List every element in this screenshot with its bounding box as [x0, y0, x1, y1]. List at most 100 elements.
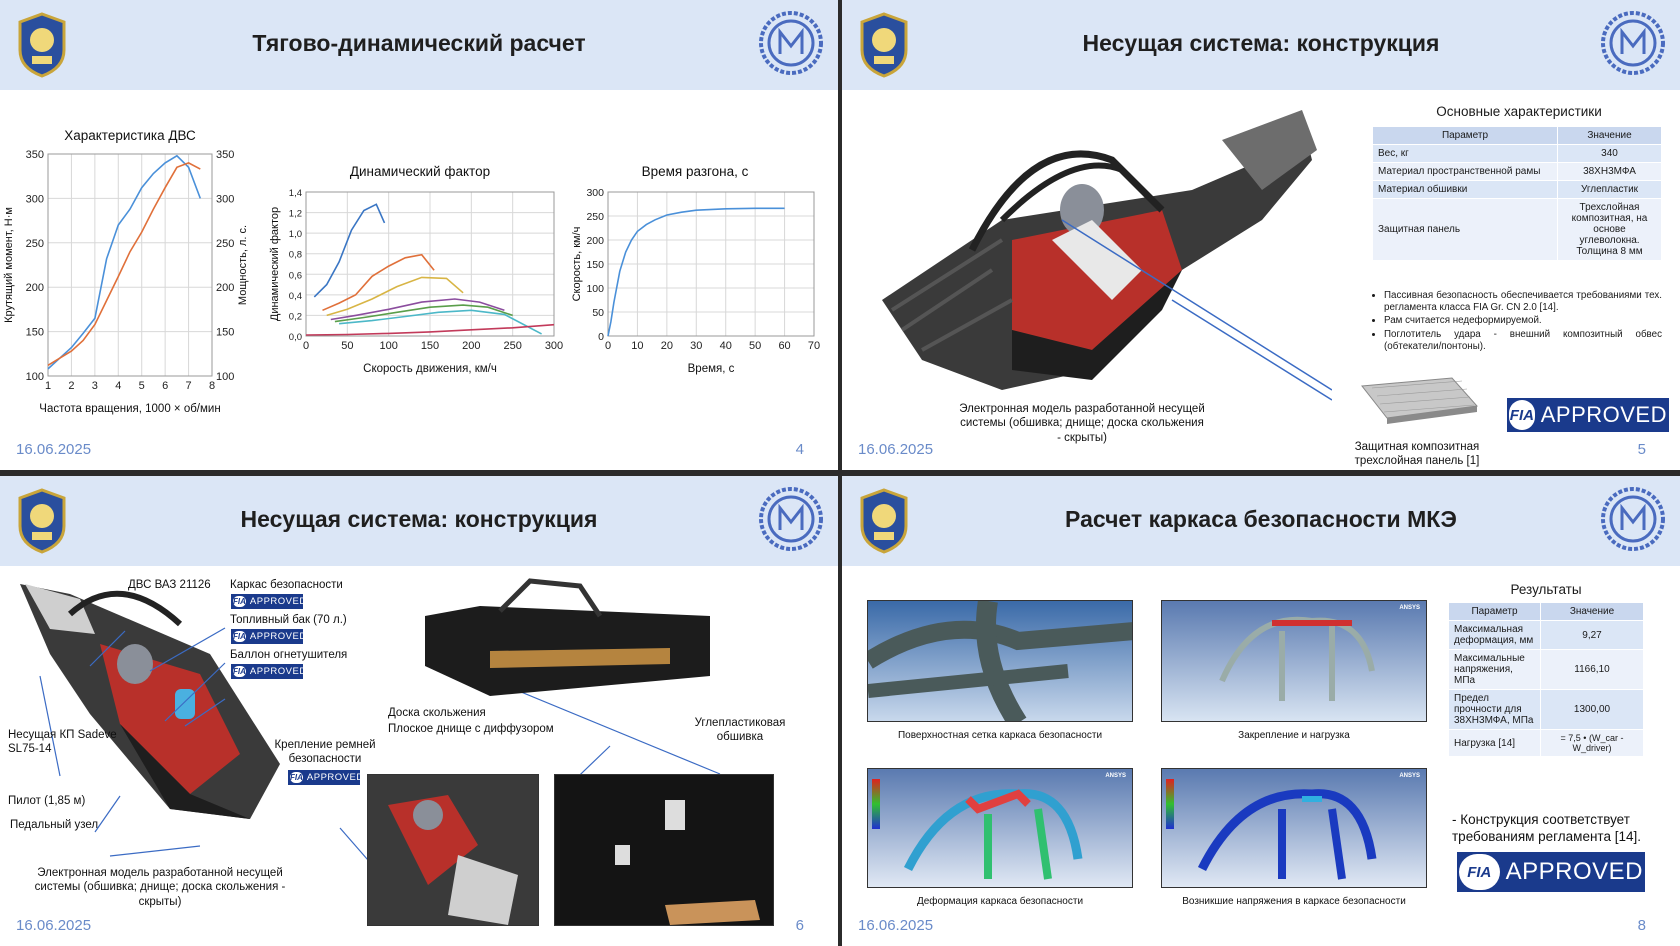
x-tick-label: 0: [605, 340, 611, 352]
fia-text: APPROVED: [249, 596, 307, 607]
fia-mark: FIA: [290, 772, 303, 783]
label-tank: Топливный бак (70 л.): [230, 614, 347, 626]
value-cell: 340: [1557, 144, 1662, 163]
slide-header: Тягово-динамический расчет: [0, 0, 838, 90]
label-floor: Плоское днище с диффузором: [388, 723, 554, 735]
mi-logo-icon: [759, 11, 823, 75]
label-cage: Каркас безопасности: [230, 579, 343, 591]
fea-deformation-image: ANSYS: [867, 768, 1133, 888]
engine-chart-title: Характеристика ДВС: [64, 128, 196, 143]
col-param: Параметр: [1372, 126, 1558, 145]
y-tick-label: 150: [586, 259, 604, 271]
slide-5[interactable]: Несущая система: конструкция Электронная…: [842, 0, 1680, 470]
x-tick-label: 6: [162, 380, 168, 392]
fea-mesh-image: [867, 600, 1133, 722]
mi-logo-icon: [1601, 487, 1665, 551]
bullet-item: Рам считается недеформируемой.: [1384, 315, 1662, 327]
label-extinguisher: Баллон огнетушителя: [230, 649, 348, 661]
plot-frame: [47, 153, 213, 377]
page-number: 6: [795, 917, 804, 934]
plot-frame: [607, 191, 815, 337]
y-tick-label: 150: [26, 327, 44, 339]
dyn-chart-title: Динамический фактор: [349, 164, 491, 179]
value-cell: Трехслойная композитная, на основе углев…: [1557, 198, 1662, 261]
series-line-3: [330, 298, 505, 321]
fea-stress-image: ANSYS: [1161, 768, 1427, 888]
x-tick-label: 250: [503, 340, 521, 352]
series-line-2: [326, 276, 464, 317]
table-row: Нагрузка [14]= 7,5 • (W_car - W_driver): [1448, 729, 1644, 757]
x-tick-label: 2: [68, 380, 74, 392]
y-tick-label: 300: [26, 193, 44, 205]
university-crest-icon: [860, 12, 908, 78]
x-tick-label: 50: [341, 340, 353, 352]
x-axis-label: Скорость движения, км/ч: [363, 363, 497, 375]
carbon-skin-closeup-image: [554, 774, 774, 926]
y-tick-label: 250: [26, 238, 44, 250]
fea-caption: Возникшие напряжения в каркасе безопасно…: [1182, 896, 1406, 907]
y-right-tick-label: 250: [216, 238, 234, 250]
slide-4[interactable]: Тягово-динамический расчет Характеристик…: [0, 0, 838, 470]
ansys-logo: ANSYS: [1105, 773, 1126, 779]
x-tick-label: 30: [690, 340, 702, 352]
y-tick-label: 50: [592, 307, 604, 319]
cockpit-closeup-image: [367, 774, 539, 926]
y-right-tick-label: 200: [216, 282, 234, 294]
x-tick-label: 40: [720, 340, 732, 352]
value-cell: 1300,00: [1540, 689, 1644, 730]
bullet-list: Пассивная безопасность обеспечивается тр…: [1372, 290, 1662, 354]
mi-logo-icon: [1601, 11, 1665, 75]
fia-mark: FIA: [233, 666, 246, 677]
value-cell: 9,27: [1540, 620, 1644, 650]
fia-approved-badge: FIA APPROVED: [231, 664, 306, 679]
university-crest-icon: [18, 488, 66, 554]
x-tick-label: 10: [631, 340, 643, 352]
y-tick-label: 1,4: [289, 188, 302, 199]
x-tick-label: 5: [139, 380, 145, 392]
fia-text: APPROVED: [306, 772, 364, 783]
slide-6[interactable]: Несущая система: конструкция: [0, 476, 838, 946]
y-tick-label: 0,2: [289, 311, 302, 322]
bullet-item: Пассивная безопасность обеспечивается тр…: [1384, 290, 1662, 314]
fia-text: APPROVED: [1540, 402, 1667, 427]
slide-title: Несущая система: конструкция: [1082, 30, 1440, 56]
y-tick-label: 0,6: [289, 270, 302, 281]
param-cell: Вес, кг: [1372, 144, 1558, 163]
x-tick-label: 150: [421, 340, 439, 352]
fia-text: APPROVED: [249, 631, 307, 642]
slide-title: Расчет каркаса безопасности МКЭ: [1065, 506, 1457, 532]
y-tick-label: 0,8: [289, 250, 302, 261]
y-tick-label: 1,2: [289, 209, 302, 220]
value-cell: 1166,10: [1540, 649, 1644, 690]
y-tick-label: 1,0: [289, 229, 302, 240]
x-tick-label: 200: [462, 340, 480, 352]
col-param: Параметр: [1448, 602, 1541, 621]
label-belts: Крепление ремней безопасности: [274, 739, 376, 766]
series-line-0: [47, 154, 202, 370]
y-right-tick-label: 150: [216, 327, 234, 339]
ansys-logo: ANSYS: [1399, 773, 1420, 779]
y-right-tick-label: 350: [216, 149, 234, 161]
y-axis-label: Скорость, км/ч: [571, 227, 583, 302]
ansys-logo: ANSYS: [1399, 605, 1420, 611]
y-tick-label: 0,0: [289, 332, 302, 343]
accel-chart-title: Время разгона, с: [641, 164, 749, 179]
x-tick-label: 0: [303, 340, 309, 352]
y-tick-label: 250: [586, 211, 604, 223]
x-axis-label: Время, с: [688, 363, 735, 375]
composite-panel-image: [1361, 377, 1479, 424]
x-tick-label: 300: [545, 340, 563, 352]
param-cell: Максимальные напряжения, МПа: [1448, 649, 1541, 690]
slide-8[interactable]: Расчет каркаса безопасности МКЭ ANSYS: [842, 476, 1680, 946]
value-cell: Углепластик: [1557, 180, 1662, 199]
col-value: Значение: [1557, 126, 1662, 145]
label-skid: Доска скольжения: [388, 707, 486, 719]
